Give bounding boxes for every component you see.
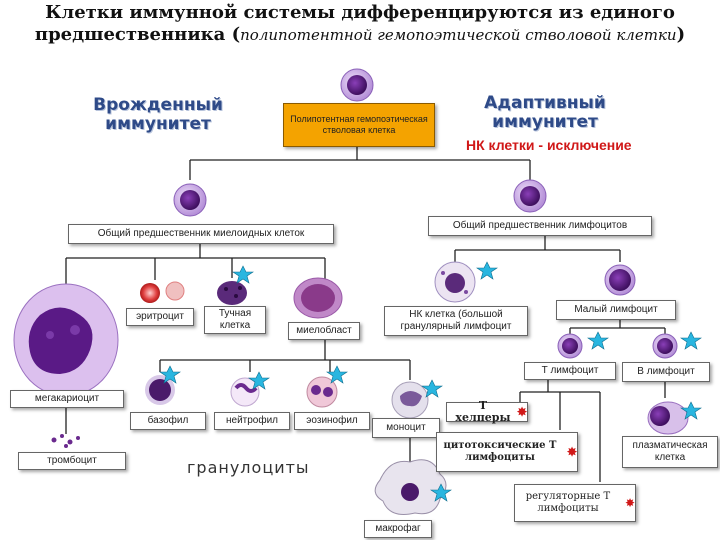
- adaptive-line-1: Адаптивный: [484, 93, 606, 113]
- nk-cell-box: НК клетка (большой гранулярный лимфоцит: [384, 306, 528, 336]
- red-star-icon: ✸: [566, 445, 577, 459]
- innate-immunity-label: Врожденный иммунитет: [88, 96, 228, 134]
- regulatory-t-box: регуляторные Т лимфоциты ✸: [514, 484, 636, 522]
- myeloid-progenitor-box: Общий предшественник миелоидных клеток: [68, 224, 334, 244]
- plasma-cell-box: плазматическая клетка: [622, 436, 718, 468]
- monocyte-icon: [391, 381, 429, 419]
- title-line-2-italic: полипотентной гемопоэтической стволовой …: [240, 26, 677, 44]
- t-lymphocyte-icon: [557, 333, 583, 359]
- mast-cell-box: Тучная клетка: [204, 306, 266, 334]
- myeloblast-icon: [293, 277, 343, 319]
- erythrocyte-box: эритроцит: [126, 308, 194, 326]
- macrophage-box: макрофаг: [364, 520, 432, 538]
- lymphoid-progenitor-box: Общий предшественник лимфоцитов: [428, 216, 652, 236]
- macrophage-icon: [374, 459, 447, 515]
- megakaryocyte-icon: [13, 283, 119, 397]
- eosinophil-box: эозинофил: [294, 412, 370, 430]
- t-helpers-box: Т хелперы ✸: [446, 399, 528, 424]
- t-helpers-label: Т хелперы: [455, 399, 511, 424]
- title-line-1: Клетки иммунной системы дифференцируются…: [45, 2, 675, 23]
- b-lymphocyte-box: В лимфоцит: [622, 362, 710, 382]
- cytotoxic-t-label: цитотоксические Т лимфоциты: [443, 440, 557, 463]
- mast-cell-icon: [217, 281, 247, 305]
- small-lymphocyte-box: Малый лимфоцит: [556, 300, 676, 320]
- basophil-box: базофил: [130, 412, 206, 430]
- page-title: Клетки иммунной системы дифференцируются…: [10, 2, 710, 46]
- megakaryocyte-box: мегакариоцит: [10, 390, 124, 408]
- monocyte-box: моноцит: [372, 418, 440, 438]
- myeloid-progenitor-icon: [173, 183, 207, 217]
- regulatory-t-label: регуляторные Т лимфоциты: [525, 491, 611, 514]
- stem-cell-box: Полипотентная гемопоэтическая стволовая …: [283, 103, 435, 147]
- eosinophil-icon: [306, 376, 338, 408]
- innate-line-1: Врожденный: [93, 95, 223, 115]
- title-line-2-end: ): [676, 24, 686, 45]
- stem-cell-icon: [340, 68, 374, 102]
- red-star-icon: ✸: [516, 405, 527, 419]
- platelet-icon: [51, 434, 80, 448]
- cytotoxic-t-box: цитотоксические Т лимфоциты ✸: [436, 432, 578, 472]
- red-star-icon: ✸: [624, 496, 635, 510]
- platelet-box: тромбоцит: [18, 452, 126, 470]
- title-line-2-main: предшественника (: [34, 24, 241, 45]
- plasma-cell-icon: [647, 401, 689, 435]
- b-lymphocyte-icon: [652, 333, 678, 359]
- receptor-star-icons: [159, 261, 702, 502]
- granulocytes-label: гранулоциты: [187, 458, 310, 477]
- small-lymphocyte-icon: [604, 264, 636, 296]
- myeloblast-box: миелобласт: [288, 322, 360, 340]
- lymphoid-progenitor-icon: [513, 179, 547, 213]
- neutrophil-box: нейтрофил: [214, 412, 290, 430]
- neutrophil-icon: [230, 377, 260, 407]
- nk-cell-icon: [434, 261, 476, 303]
- title-line-2: предшественника (полипотентной гемопоэти…: [10, 24, 710, 46]
- adaptive-immunity-label: Адаптивный иммунитет: [470, 94, 620, 132]
- innate-line-2: иммунитет: [105, 114, 211, 134]
- adaptive-line-2: иммунитет: [492, 112, 598, 132]
- nk-exception-note: НК клетки - исключение: [466, 137, 632, 153]
- basophil-icon: [145, 375, 175, 405]
- t-lymphocyte-box: Т лимфоцит: [524, 362, 616, 380]
- erythrocyte-icon: [140, 281, 185, 303]
